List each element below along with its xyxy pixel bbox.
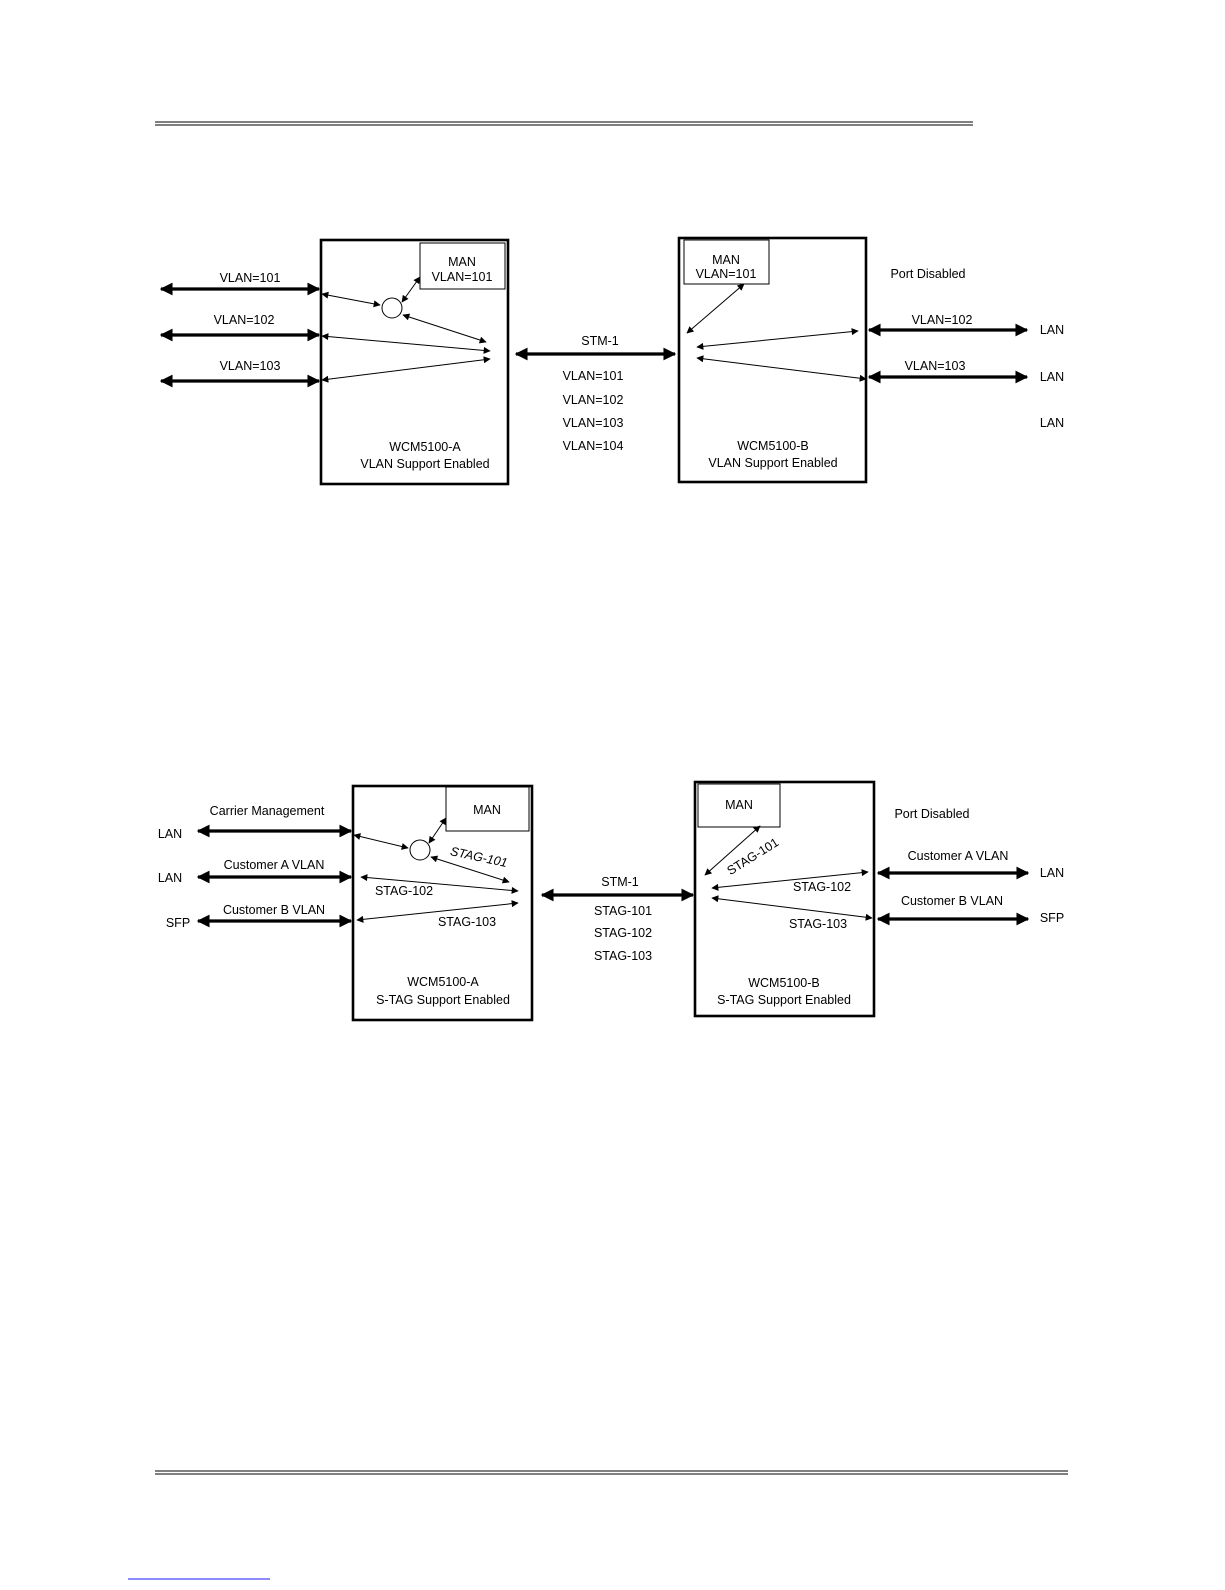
man-a-box	[419, 242, 506, 290]
man-a-label: MAN	[473, 803, 501, 817]
link-vlan-102-label: VLAN=102	[214, 313, 275, 327]
stag-103-label-b: STAG-103	[789, 917, 847, 931]
left-end-label: SFP	[166, 916, 190, 930]
footer-rule	[155, 1470, 1068, 1475]
man-b-box	[683, 239, 770, 285]
internal-man-b	[686, 283, 745, 334]
man-b-label: MAN	[712, 253, 740, 267]
vlan-diagram: MAN VLAN=101 WCM5100-A VLAN Support Enab…	[159, 236, 1064, 486]
internal-102-b	[696, 328, 859, 350]
internal-carrier-a	[353, 833, 409, 850]
internal-101-a	[321, 291, 381, 308]
internal-stag102-a	[360, 874, 519, 894]
internal-stag103-a	[356, 900, 519, 923]
header-rule	[155, 121, 973, 126]
right-vlan-102-label: VLAN=102	[912, 313, 973, 327]
stag-102-label-a: STAG-102	[375, 884, 433, 898]
internal-trunk-a	[402, 313, 487, 344]
link-vlan-101-label: VLAN=101	[220, 271, 281, 285]
right-end-label: SFP	[1040, 911, 1064, 925]
node-a-name: WCM5100-A	[389, 440, 461, 454]
customer-a-label: Customer A VLAN	[224, 858, 325, 872]
carrier-mgmt-label: Carrier Management	[210, 804, 325, 818]
trunk-vlan: VLAN=101	[563, 369, 624, 383]
node-a-mode: S-TAG Support Enabled	[376, 993, 510, 1007]
trunk-vlan: VLAN=103	[563, 416, 624, 430]
left-end-label: LAN	[158, 827, 182, 841]
trunk-stag: STAG-103	[594, 949, 652, 963]
port-disabled-label: Port Disabled	[894, 807, 969, 821]
switch-node-a	[409, 839, 431, 861]
node-a-box	[319, 238, 510, 486]
trunk-label: STM-1	[581, 334, 619, 348]
stag-101-label-b: STAG-101	[725, 835, 782, 878]
node-a-name: WCM5100-A	[407, 975, 479, 989]
link-vlan-103-label: VLAN=103	[220, 359, 281, 373]
stag-103-label-a: STAG-103	[438, 915, 496, 929]
internal-man-a	[401, 276, 421, 303]
internal-103-b	[696, 355, 867, 382]
node-b-name: WCM5100-B	[737, 439, 809, 453]
node-b-name: WCM5100-B	[748, 976, 820, 990]
internal-man-a	[428, 817, 447, 844]
port-disabled-label: Port Disabled	[890, 267, 965, 281]
node-a-box	[351, 784, 534, 1022]
internal-stag102-b	[711, 869, 869, 891]
left-end-label: LAN	[158, 871, 182, 885]
trunk-vlan: VLAN=102	[563, 393, 624, 407]
internal-102-a	[321, 333, 491, 354]
trunk-stag: STAG-102	[594, 926, 652, 940]
customer-b-label: Customer B VLAN	[223, 903, 325, 917]
trunk-vlan: VLAN=104	[563, 439, 624, 453]
node-b-mode: VLAN Support Enabled	[708, 456, 837, 470]
right-customer-a-label: Customer A VLAN	[908, 849, 1009, 863]
stag-diagram: MAN WCM5100-A S-TAG Support Enabled Carr…	[158, 780, 1064, 1022]
trunk-stag: STAG-101	[594, 904, 652, 918]
node-b-mode: S-TAG Support Enabled	[717, 993, 851, 1007]
man-a-box	[445, 786, 530, 832]
man-a-label: MAN	[448, 255, 476, 269]
man-a-vlan-label: VLAN=101	[432, 270, 493, 284]
lan-end-label: LAN	[1040, 323, 1064, 337]
node-b-box	[693, 780, 876, 1018]
lan-end-label: LAN	[1040, 370, 1064, 384]
man-b-vlan-label: VLAN=101	[696, 267, 757, 281]
right-vlan-103-label: VLAN=103	[905, 359, 966, 373]
node-a-mode: VLAN Support Enabled	[360, 457, 489, 471]
man-b-box	[697, 783, 781, 828]
internal-stag103-b	[711, 895, 873, 921]
lan-end-label: LAN	[1040, 416, 1064, 430]
internal-103-a	[321, 356, 491, 383]
stag-102-label-b: STAG-102	[793, 880, 851, 894]
right-end-label: LAN	[1040, 866, 1064, 880]
internal-man-b	[704, 825, 761, 876]
right-customer-b-label: Customer B VLAN	[901, 894, 1003, 908]
switch-node-a	[381, 297, 403, 319]
trunk-label: STM-1	[601, 875, 639, 889]
man-b-label: MAN	[725, 798, 753, 812]
